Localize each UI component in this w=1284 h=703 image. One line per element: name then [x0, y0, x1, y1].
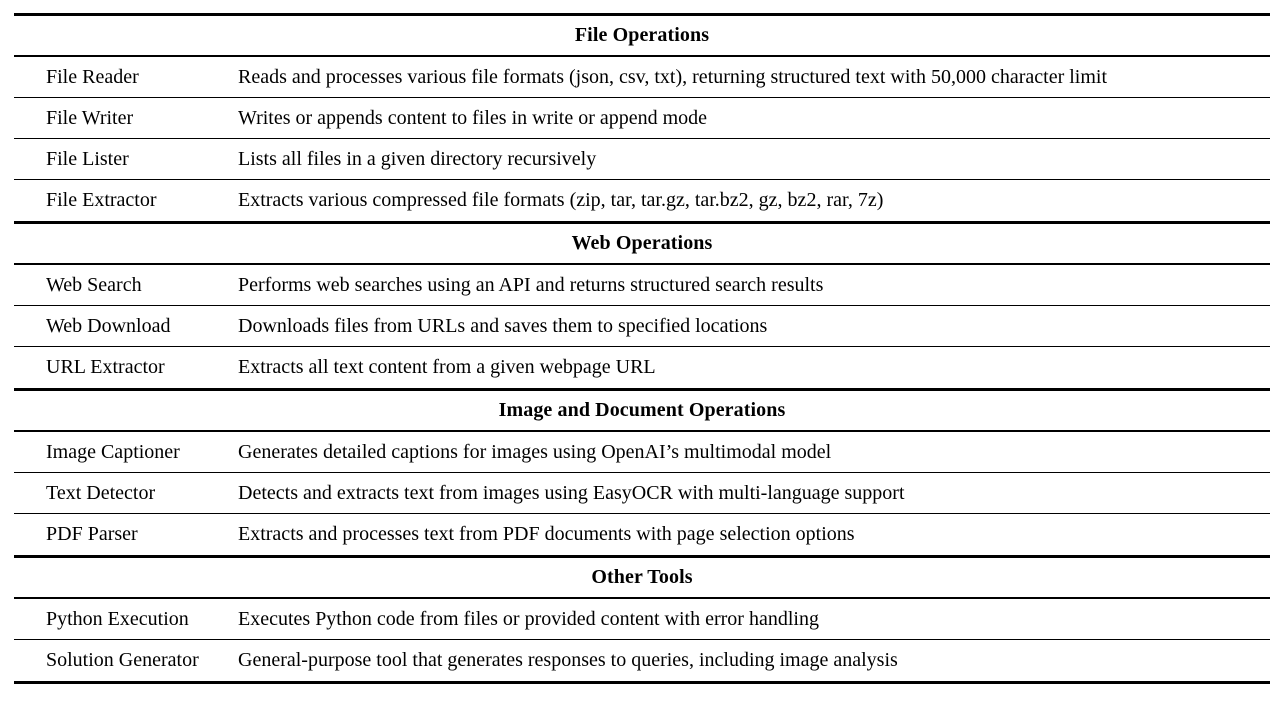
table-row: PDF Parser Extracts and processes text f… — [14, 514, 1270, 555]
tool-description: Performs web searches using an API and r… — [238, 273, 824, 296]
tool-description: Detects and extracts text from images us… — [238, 481, 905, 504]
tool-description: Writes or appends content to files in wr… — [238, 106, 708, 129]
table-row: Web Download Downloads files from URLs a… — [14, 306, 1270, 347]
table-row: Web Search Performs web searches using a… — [14, 265, 1270, 306]
tool-name: File Reader — [46, 65, 139, 88]
table-section-other-tools: Other Tools Python Execution Executes Py… — [14, 555, 1270, 681]
table-row: File Reader Reads and processes various … — [14, 57, 1270, 98]
tool-name: Python Execution — [46, 607, 189, 630]
tool-name: Web Search — [46, 273, 142, 296]
tool-name: Text Detector — [46, 481, 156, 504]
table-section-web-operations: Web Operations Web Search Performs web s… — [14, 221, 1270, 388]
tool-name: Web Download — [46, 314, 171, 337]
table-row: Text Detector Detects and extracts text … — [14, 473, 1270, 514]
table-row: File Lister Lists all files in a given d… — [14, 139, 1270, 180]
section-header: File Operations — [14, 16, 1270, 57]
tool-description: Extracts and processes text from PDF doc… — [238, 523, 855, 545]
tool-description: Lists all files in a given directory rec… — [238, 147, 597, 170]
section-header: Image and Document Operations — [14, 391, 1270, 432]
table-row: File Extractor Extracts various compress… — [14, 180, 1270, 221]
tool-description: Extracts all text content from a given w… — [238, 356, 656, 378]
table-row: Image Captioner Generates detailed capti… — [14, 432, 1270, 473]
tool-name: File Lister — [46, 147, 129, 170]
tool-name: PDF Parser — [46, 523, 138, 545]
table-row: URL Extractor Extracts all text content … — [14, 347, 1270, 388]
tool-description: Reads and processes various file formats… — [238, 65, 1108, 88]
tool-name: File Extractor — [46, 189, 157, 211]
tool-description: Executes Python code from files or provi… — [238, 607, 819, 630]
table-section-file-operations: File Operations File Reader Reads and pr… — [14, 16, 1270, 221]
tool-name: URL Extractor — [46, 356, 165, 378]
tool-description: Extracts various compressed file formats… — [238, 189, 884, 211]
table-section-image-document-operations: Image and Document Operations Image Capt… — [14, 388, 1270, 555]
tool-description: Downloads files from URLs and saves them… — [238, 314, 768, 337]
tool-name: File Writer — [46, 106, 134, 129]
tool-description: Generates detailed captions for images u… — [238, 440, 832, 463]
table-row: File Writer Writes or appends content to… — [14, 98, 1270, 139]
table-row: Solution Generator General-purpose tool … — [14, 640, 1270, 681]
section-header: Other Tools — [14, 558, 1270, 599]
tools-table: File Operations File Reader Reads and pr… — [14, 13, 1270, 684]
tool-name: Image Captioner — [46, 440, 180, 463]
table-row: Python Execution Executes Python code fr… — [14, 599, 1270, 640]
section-header: Web Operations — [14, 224, 1270, 265]
tool-description: General-purpose tool that generates resp… — [238, 649, 898, 671]
tool-name: Solution Generator — [46, 649, 199, 671]
